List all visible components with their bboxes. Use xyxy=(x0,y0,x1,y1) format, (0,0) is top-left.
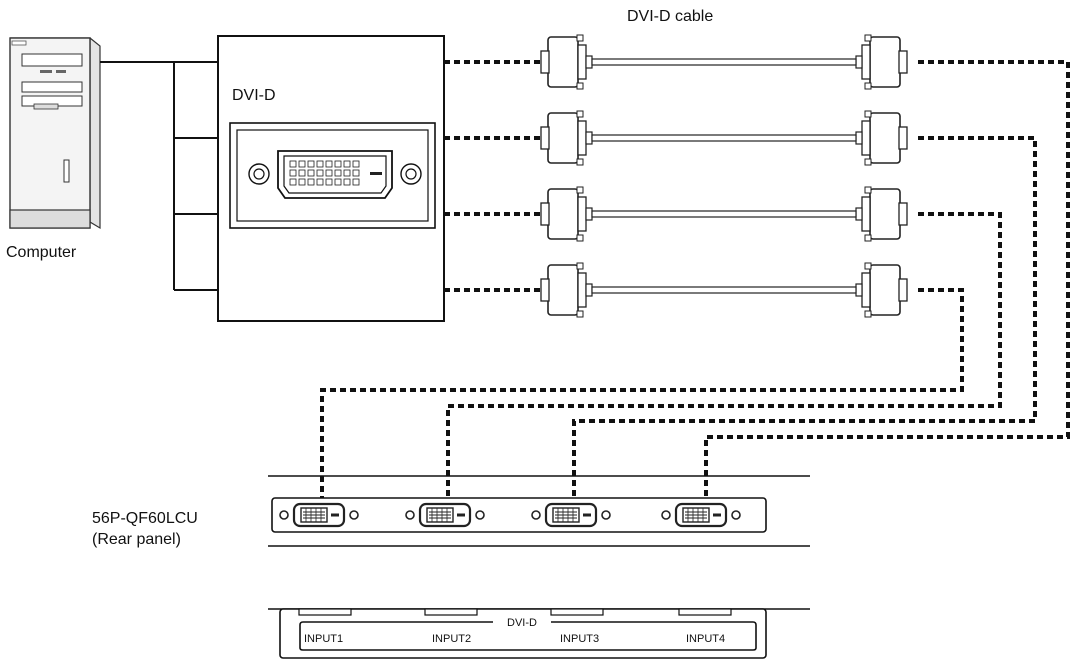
input-routes xyxy=(320,60,1070,500)
cable-label: DVI-D cable xyxy=(627,8,713,25)
dvi-cable-2 xyxy=(540,110,908,166)
computer-cable xyxy=(100,61,218,291)
splitter-output-links xyxy=(444,60,540,292)
dvi-cable-3 xyxy=(540,186,908,242)
input-label-panel: DVI-D INPUT1 INPUT2 INPUT3 INPUT4 xyxy=(268,608,810,659)
monitor-view-label: (Rear panel) xyxy=(92,531,181,548)
rear-panel xyxy=(268,475,810,547)
dvi-cable-4 xyxy=(540,262,908,318)
panel-group-label: DVI-D xyxy=(507,617,537,629)
computer-label: Computer xyxy=(6,244,77,261)
dvi-cable-icon xyxy=(540,34,908,318)
dvi-cable-1 xyxy=(540,34,908,90)
input-label-4: INPUT4 xyxy=(686,633,725,645)
monitor-model-label: 56P-QF60LCU xyxy=(92,510,198,527)
input-label-2: INPUT2 xyxy=(432,633,471,645)
dvi-connector-icon xyxy=(229,122,436,229)
input-label-1: INPUT1 xyxy=(304,633,343,645)
input-label-3: INPUT3 xyxy=(560,633,599,645)
splitter-port-label: DVI-D xyxy=(232,87,276,104)
computer-tower-icon xyxy=(9,37,101,230)
